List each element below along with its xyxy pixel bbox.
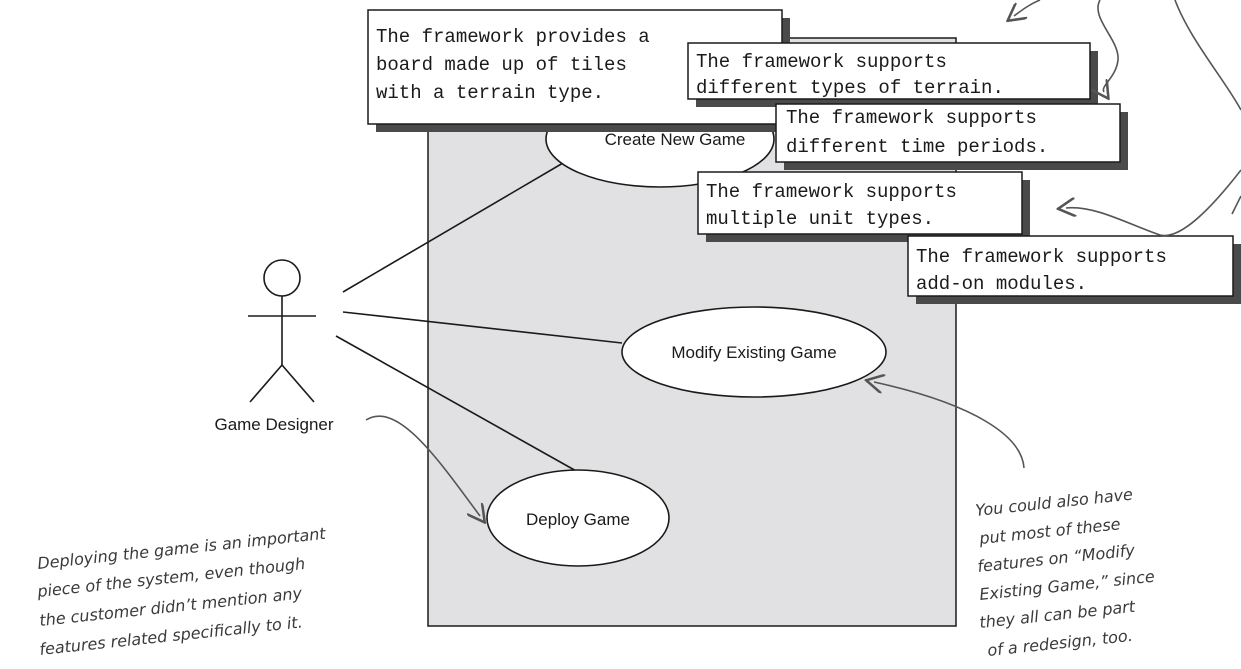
use-case-create-label: Create New Game <box>605 130 746 149</box>
annotation-modify: You could also have put most of these fe… <box>974 485 1155 660</box>
feature-note-time: The framework supports different time pe… <box>775 103 1128 170</box>
use-case-deploy-label: Deploy Game <box>526 510 630 529</box>
annotation-modify-line-6: of a redesign, too. <box>986 626 1133 660</box>
association-modify <box>342 311 623 344</box>
actor-label: Game Designer <box>214 415 333 434</box>
curved-arrow-to-terrain-note <box>1098 0 1119 92</box>
use-case-deploy: Deploy Game <box>486 469 670 567</box>
feature-note-terrain: The framework supports different types o… <box>687 42 1098 107</box>
use-case-modify: Modify Existing Game <box>621 306 887 398</box>
actor-head <box>263 259 301 297</box>
note-board-line-3: with a terrain type. <box>376 82 604 104</box>
actor-stick-figure <box>248 259 316 403</box>
use-case-modify-label: Modify Existing Game <box>671 343 836 362</box>
arrow-to-deploy-game <box>365 415 480 516</box>
feature-note-units: The framework supports multiple unit typ… <box>697 171 1030 242</box>
note-time-line-2: different time periods. <box>786 136 1048 158</box>
note-units-line-1: The framework supports <box>706 181 957 203</box>
feature-note-board: The framework provides a board made up o… <box>367 9 790 132</box>
note-addons-line-2: add-on modules. <box>916 273 1087 295</box>
note-terrain-line-1: The framework supports <box>696 51 947 73</box>
annotation-modify-line-5: they all can be part <box>978 597 1136 632</box>
note-addons-line-1: The framework supports <box>916 246 1167 268</box>
feature-note-addons: The framework supports add-on modules. <box>907 235 1241 304</box>
actor-right-leg <box>281 364 315 403</box>
note-units-line-2: multiple unit types. <box>706 208 934 230</box>
note-board-line-2: board made up of tiles <box>376 54 627 76</box>
note-time-line-1: The framework supports <box>786 107 1037 129</box>
annotation-modify-line-2: put most of these <box>977 514 1121 548</box>
association-create <box>342 162 564 293</box>
curved-arrow-to-units-note <box>1066 169 1241 237</box>
curved-arrow-to-addons-note <box>1174 0 1241 111</box>
actor-left-leg <box>249 364 283 403</box>
annotation-deploy: Deploying the game is an important piece… <box>35 524 327 659</box>
curved-arrow-to-board-note <box>1014 0 1041 16</box>
curved-arrow-to-addons-tip <box>1231 195 1241 215</box>
note-board-line-1: The framework provides a <box>376 26 650 48</box>
association-deploy <box>335 335 579 473</box>
arrow-to-modify-existing-game <box>874 382 1025 469</box>
note-terrain-line-2: different types of terrain. <box>696 77 1004 99</box>
